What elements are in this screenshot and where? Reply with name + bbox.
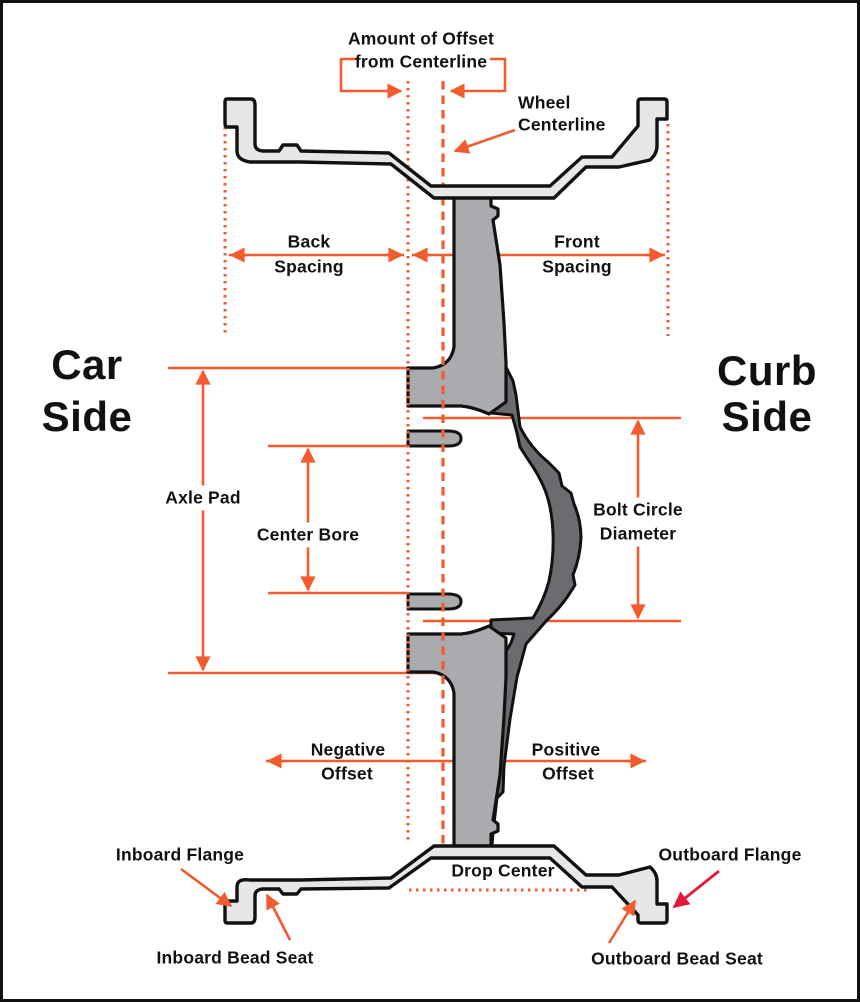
curb-side-label-line1: Curb xyxy=(717,347,817,394)
inboard-flange-label: Inboard Flange xyxy=(115,844,245,865)
drop-center-label: Drop Center xyxy=(451,860,555,881)
rim-section-bottom xyxy=(223,844,669,925)
front-spacing-label-line2: Spacing xyxy=(542,256,612,277)
rim-section-top xyxy=(223,97,669,200)
wheel-centerline-label-line2: Centerline xyxy=(518,114,606,135)
positive-offset-label-line1: Positive xyxy=(531,739,601,760)
back-spacing-label-line1: Back xyxy=(287,231,331,252)
offset-bracket-label-line2: from Centerline xyxy=(354,51,488,72)
car-side-label-line2: Side xyxy=(41,393,133,440)
bolt-circle-label-line1: Bolt Circle xyxy=(588,497,688,523)
car-side-label-line1: Car xyxy=(51,341,123,388)
inboard-bead-seat-label: Inboard Bead Seat xyxy=(156,947,314,968)
wheel-cross-section-drawing xyxy=(168,57,720,944)
outboard-flange-label: Outboard Flange xyxy=(658,844,802,865)
outboard-bead-seat-arrow xyxy=(607,899,637,944)
front-spacing-label-line1: Front xyxy=(554,231,600,252)
offset-bracket-label-line1: Amount of Offset xyxy=(347,28,495,49)
center-bore-label: Center Bore xyxy=(251,522,365,548)
spoke-upper xyxy=(406,192,508,416)
negative-offset-label-line1: Negative xyxy=(310,739,386,760)
outboard-bead-seat-label: Outboard Bead Seat xyxy=(591,948,763,969)
hub-lip-lower xyxy=(406,592,463,611)
axle-pad-label: Axle Pad xyxy=(160,485,246,511)
back-spacing-label-line2: Spacing xyxy=(274,256,344,277)
outboard-flange-arrow xyxy=(672,869,720,909)
negative-offset-label-line2: Offset xyxy=(321,763,373,784)
hub-lip-upper xyxy=(406,429,463,448)
offset-bracket-right xyxy=(449,57,507,99)
bolt-circle-label-line2: Diameter xyxy=(594,521,682,547)
wheel-centerline-label-line1: Wheel xyxy=(518,92,571,113)
inboard-bead-seat-arrow xyxy=(265,893,292,941)
wheel-centerline-arrow xyxy=(453,128,516,154)
spoke-lower xyxy=(406,624,508,848)
offset-bracket-left xyxy=(339,57,403,99)
positive-offset-label-line2: Offset xyxy=(542,763,594,784)
curb-side-label-line2: Side xyxy=(721,393,813,440)
inboard-flange-arrow xyxy=(180,867,233,908)
